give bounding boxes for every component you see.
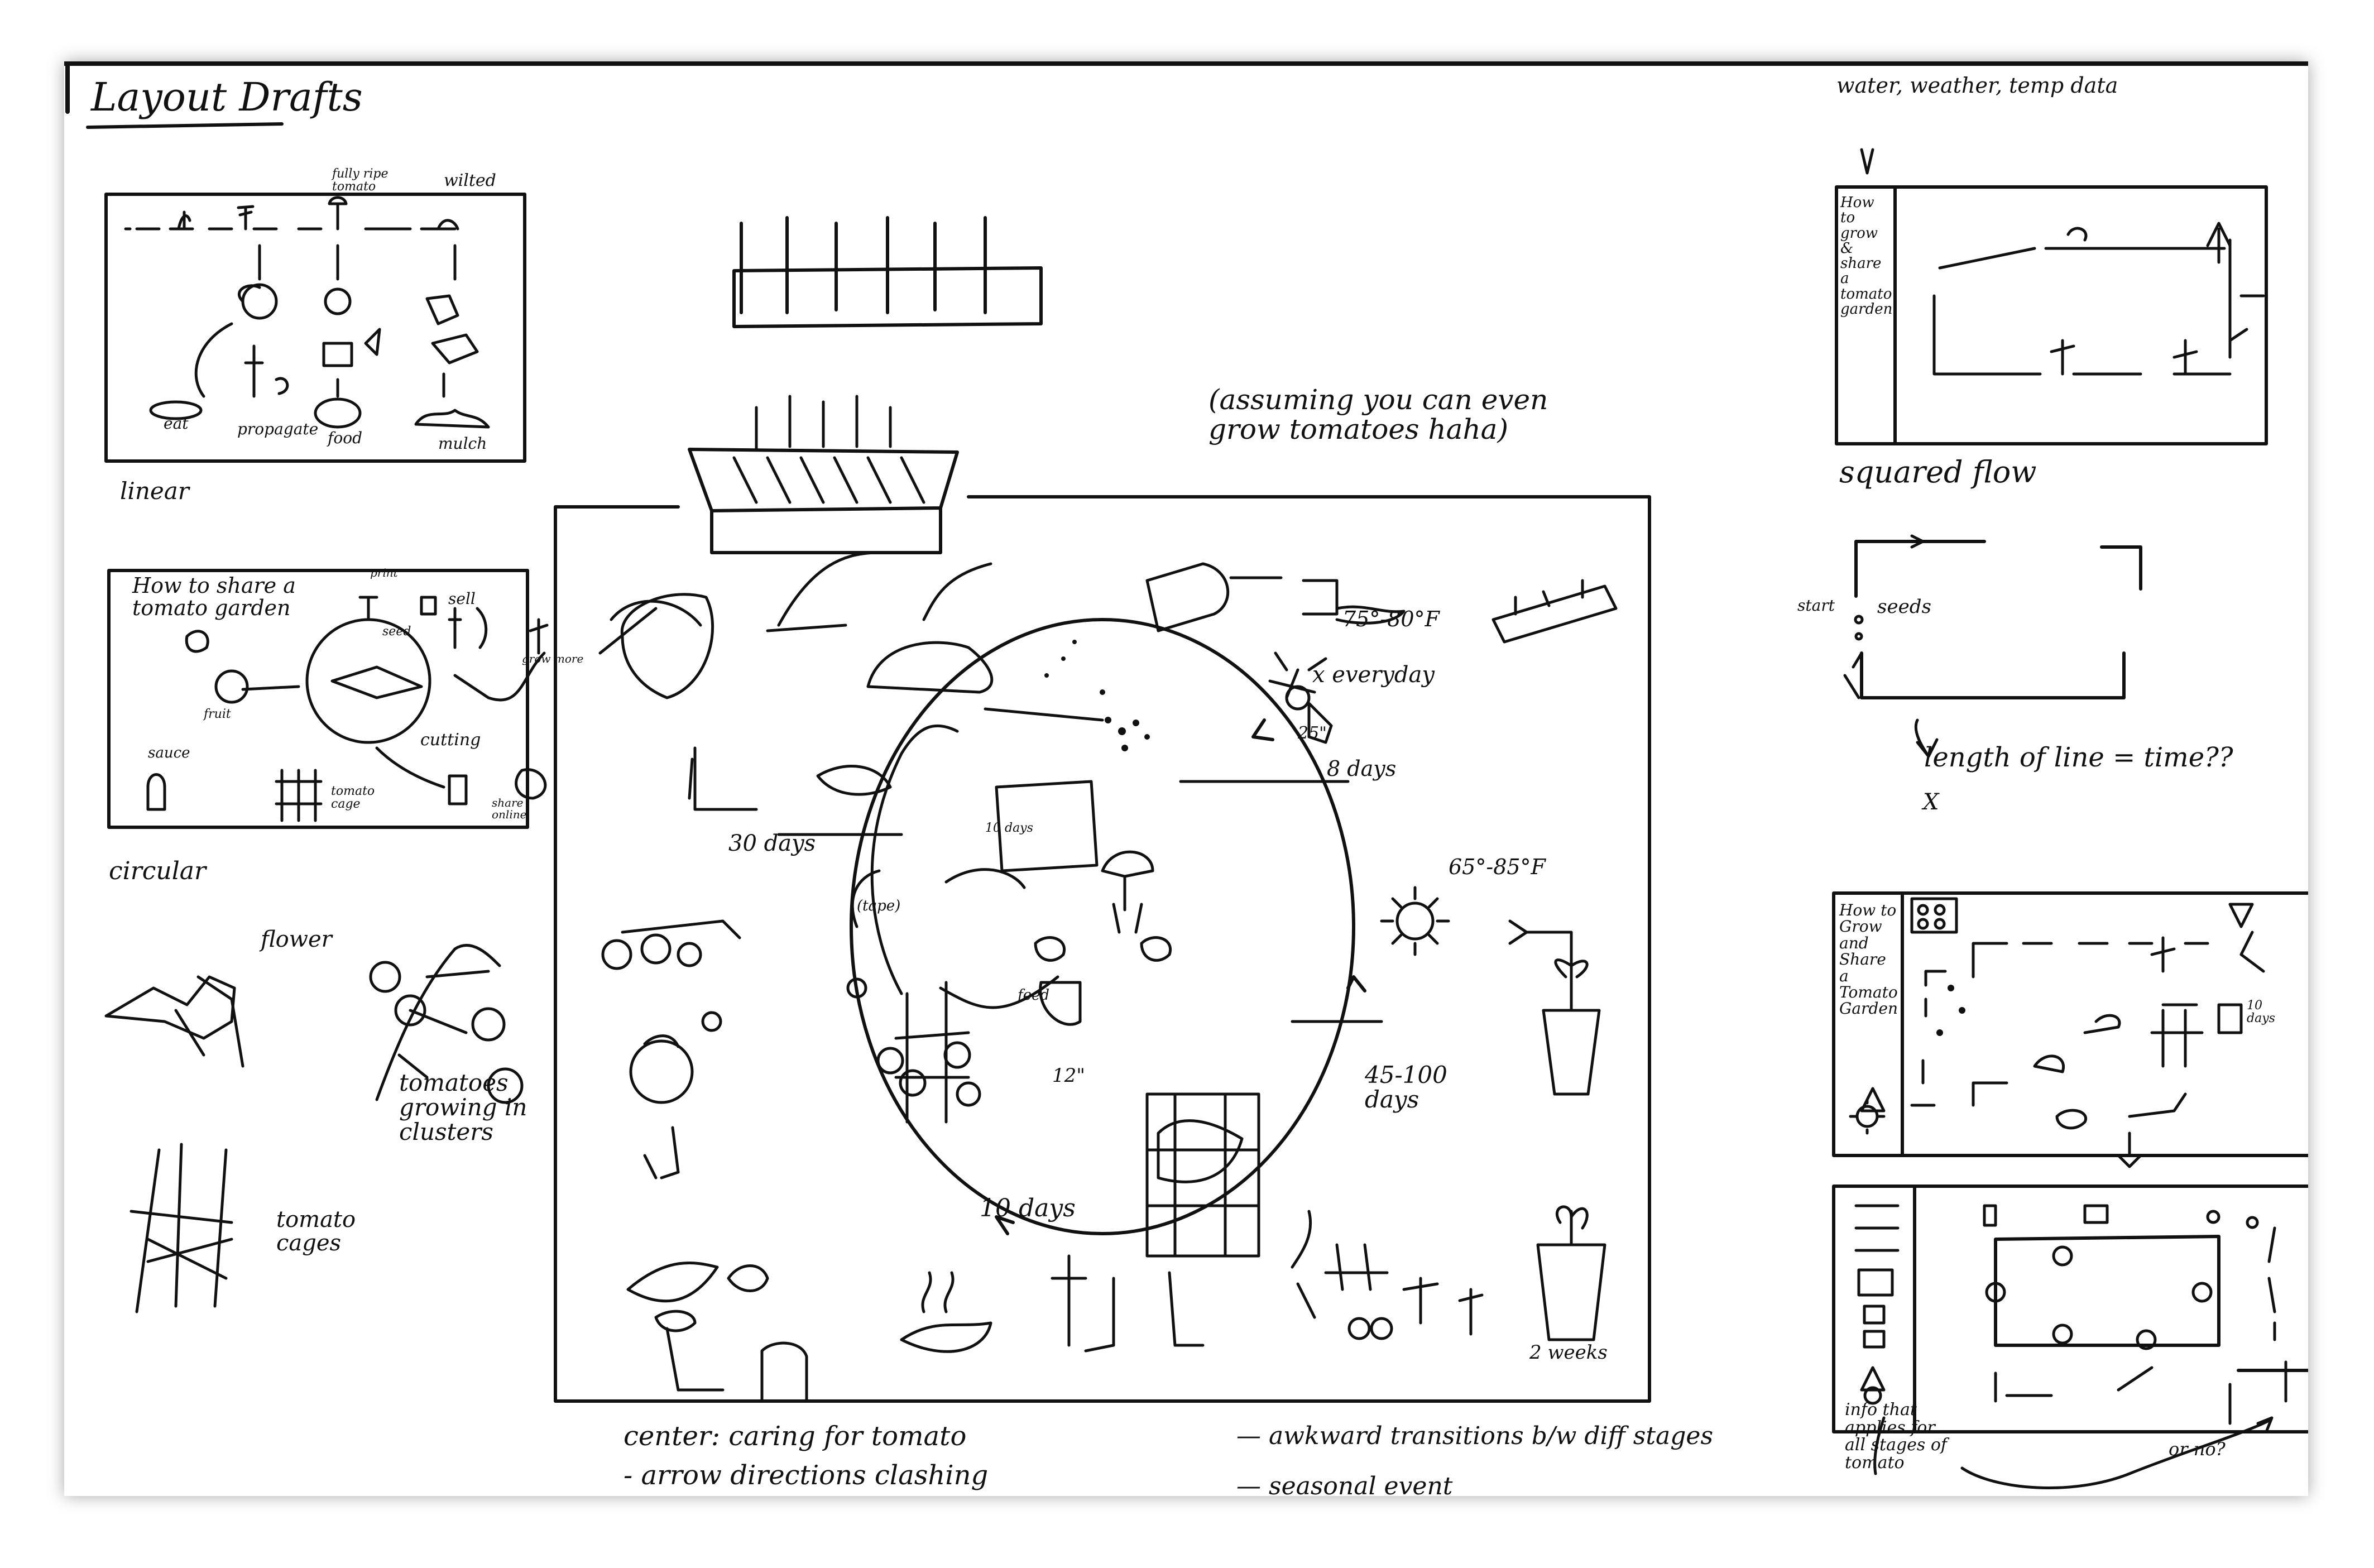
right-bottom-panel (1832, 1185, 2308, 1489)
main-label-feed: feed (1018, 987, 1050, 1004)
right-top-panel (1835, 148, 2268, 445)
circular-label-sauce: sauce (148, 745, 190, 761)
main-label-harvest-days: 45-100 days (1365, 1061, 1447, 1114)
circular-label-print: print (370, 566, 398, 579)
main-lifecycle-panel (554, 216, 1651, 1403)
tomato-cluster-sketch (369, 944, 524, 1104)
note-center: center: caring for tomato (624, 1421, 967, 1452)
circular-label-seed: seed (382, 625, 411, 639)
note-arrows: - arrow directions clashing (624, 1460, 989, 1491)
circular-draft-panel (107, 569, 549, 829)
squared-flow-mark: X (1923, 789, 1939, 815)
circular-panel-title: How to share a tomato garden (132, 573, 296, 620)
right-bottom-question: or no? (2169, 1438, 2226, 1460)
flower-label: flower (261, 927, 332, 952)
main-label-temp-range: 65°-85°F (1449, 855, 1546, 879)
linear-caption: linear (120, 477, 189, 505)
main-label-height: 12" (1052, 1064, 1085, 1087)
squared-flow-note: length of line = time?? (1924, 742, 2233, 773)
main-label-transplant-days: 30 days (728, 831, 816, 856)
linear-stage-label-wilted: wilted (444, 171, 496, 190)
main-label-tape: (tape) (857, 898, 901, 914)
tomato-cages-label: tomato cages (276, 1207, 356, 1256)
right-mid-tag-days: 10 days (2247, 999, 2275, 1026)
linear-outcome-propagate: propagate (237, 420, 319, 438)
circular-label-share-online: share online (492, 796, 527, 821)
linear-outcome-food: food (328, 429, 363, 447)
squared-flow-panel (1843, 534, 2142, 758)
sketch-drawing (64, 61, 2308, 1489)
linear-outcome-mulch: mulch (438, 434, 487, 453)
main-label-water-freq: x everyday (1312, 662, 1435, 688)
main-label-sprout-days: 10 days (985, 821, 1033, 835)
right-top-header-note: water, weather, temp data (1836, 73, 2118, 98)
main-label-pot-weeks: 2 weeks (1529, 1341, 1608, 1364)
right-mid-panel (1832, 891, 2308, 1168)
circular-label-cutting: cutting (420, 730, 481, 750)
main-label-depth: 25" (1298, 723, 1327, 743)
circular-caption: circular (109, 857, 207, 885)
flower-sketch (104, 975, 244, 1068)
right-mid-panel-title: How to Grow and Share a Tomato Garden (1839, 901, 1898, 1018)
right-bottom-note: info that applies for all stages of toma… (1845, 1400, 1948, 1473)
linear-outcome-eat: eat (164, 414, 189, 433)
main-label-seed-days: 8 days (1327, 756, 1397, 781)
main-label-temp-high: 75°-80°F (1342, 607, 1440, 631)
linear-stage-label-ripe: fully ripe tomato (332, 167, 389, 194)
page-heading: Layout Drafts (91, 74, 363, 120)
right-top-panel-title: How to grow & share a tomato garden (1840, 194, 1893, 318)
note-transitions: — awkward transitions b/w diff stages (1236, 1422, 1714, 1450)
linear-draft-panel (104, 193, 526, 463)
circular-label-grow-more: grow more (522, 652, 584, 665)
squared-flow-title: squared flow (1839, 454, 2037, 490)
circular-label-fruit: fruit (204, 707, 231, 721)
tomato-cage-sketch (130, 1143, 233, 1313)
heading-underline (86, 122, 284, 129)
tomato-clusters-label: tomatoes growing in clusters (399, 1069, 527, 1146)
circular-label-tomato-cage: tomato cage (331, 784, 375, 812)
main-label-cure-days: 10 days (980, 1194, 1076, 1222)
sketch-sheet: Layout Drafts fully ripe tomato wilted e… (64, 61, 2308, 1496)
squared-flow-seeds: seeds (1877, 596, 1931, 618)
squared-flow-start: start (1797, 596, 1835, 615)
circular-label-sell: sell (448, 589, 476, 608)
main-aside-note: (assuming you can even grow tomatoes hah… (1208, 383, 1548, 445)
note-seasonal: — seasonal event (1236, 1472, 1453, 1496)
